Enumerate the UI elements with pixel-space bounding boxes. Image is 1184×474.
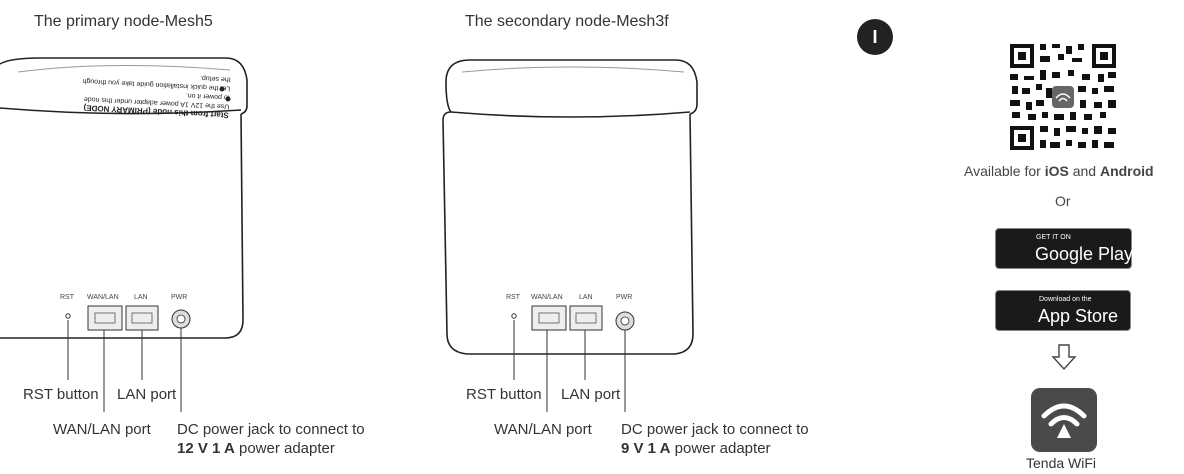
step-badge <box>857 19 893 55</box>
dc-jack-line: DC power jack to connect to <box>177 421 365 438</box>
dc-voltage: 9 V 1 A <box>621 440 671 457</box>
pwr-label: PWR <box>171 294 188 301</box>
google-play-badge[interactable]: GET IT ON Google Play <box>995 228 1134 269</box>
rst-hole <box>511 313 517 319</box>
primary-ports <box>65 305 191 331</box>
app-store-small-text: Download on the <box>1039 296 1092 303</box>
dc-voltage: 12 V 1 A <box>177 440 235 457</box>
dc-jack-spec: 9 V 1 A power adapter <box>621 439 809 458</box>
wanlan-label: WAN/LAN <box>87 294 119 301</box>
primary-leader-lines <box>67 320 182 412</box>
lan-label: LAN <box>134 294 148 301</box>
sticker-bullet <box>219 86 225 92</box>
lan-port-shape <box>569 305 603 331</box>
app-store-big-text: App Store <box>1038 306 1119 326</box>
rst-hole <box>65 313 71 319</box>
secondary-node-drawing <box>442 59 698 355</box>
primary-node-title: The primary node-Mesh5 <box>34 13 213 30</box>
wanlan-port-callout: WAN/LAN port <box>53 421 151 438</box>
android-label: Android <box>1099 163 1154 179</box>
down-arrow-icon <box>1051 344 1077 371</box>
qr-code-icon <box>1008 42 1118 152</box>
ios-label: iOS <box>1044 163 1069 179</box>
pwr-label: PWR <box>616 294 633 301</box>
dc-jack-callout: DC power jack to connect to 9 V 1 A powe… <box>621 420 809 458</box>
wanlan-port-callout: WAN/LAN port <box>494 421 592 438</box>
rst-button-callout: RST button <box>466 386 542 403</box>
lan-port-shape <box>125 305 159 331</box>
app-name-label: Tenda WiFi <box>1026 455 1097 471</box>
lan-label: LAN <box>579 294 593 301</box>
wanlan-port-shape <box>531 305 567 331</box>
wanlan-port-shape <box>87 305 123 331</box>
wanlan-label: WAN/LAN <box>531 294 563 301</box>
step-number: I <box>872 27 878 47</box>
tenda-wifi-icon <box>1031 388 1097 452</box>
or-label: Or <box>1055 193 1071 209</box>
secondary-node-title: The secondary node-Mesh3f <box>465 13 669 30</box>
dc-jack-line: DC power jack to connect to <box>621 421 809 438</box>
google-play-big-text: Google Play <box>1035 244 1134 264</box>
and-label: and <box>1068 163 1100 179</box>
dc-adapter-text: power adapter <box>234 440 335 457</box>
dc-jack-callout: DC power jack to connect to 12 V 1 A pow… <box>177 420 365 458</box>
google-play-small-text: GET IT ON <box>1036 234 1071 241</box>
secondary-ports <box>511 305 635 331</box>
lan-port-callout: LAN port <box>117 386 177 403</box>
rst-label: RST <box>506 294 520 301</box>
dc-adapter-text: power adapter <box>670 440 771 457</box>
dc-jack-spec: 12 V 1 A power adapter <box>177 439 365 458</box>
available-prefix: Available for <box>964 163 1045 179</box>
primary-node-drawing <box>0 57 248 339</box>
secondary-leader-lines <box>513 320 626 412</box>
rst-label: RST <box>60 294 74 301</box>
availability-text: Available for iOS and Android <box>964 163 1154 179</box>
rst-button-callout: RST button <box>23 386 99 403</box>
app-store-badge[interactable]: Download on the App Store <box>995 290 1131 331</box>
lan-port-callout: LAN port <box>561 386 621 403</box>
sticker-bullet <box>225 96 231 102</box>
